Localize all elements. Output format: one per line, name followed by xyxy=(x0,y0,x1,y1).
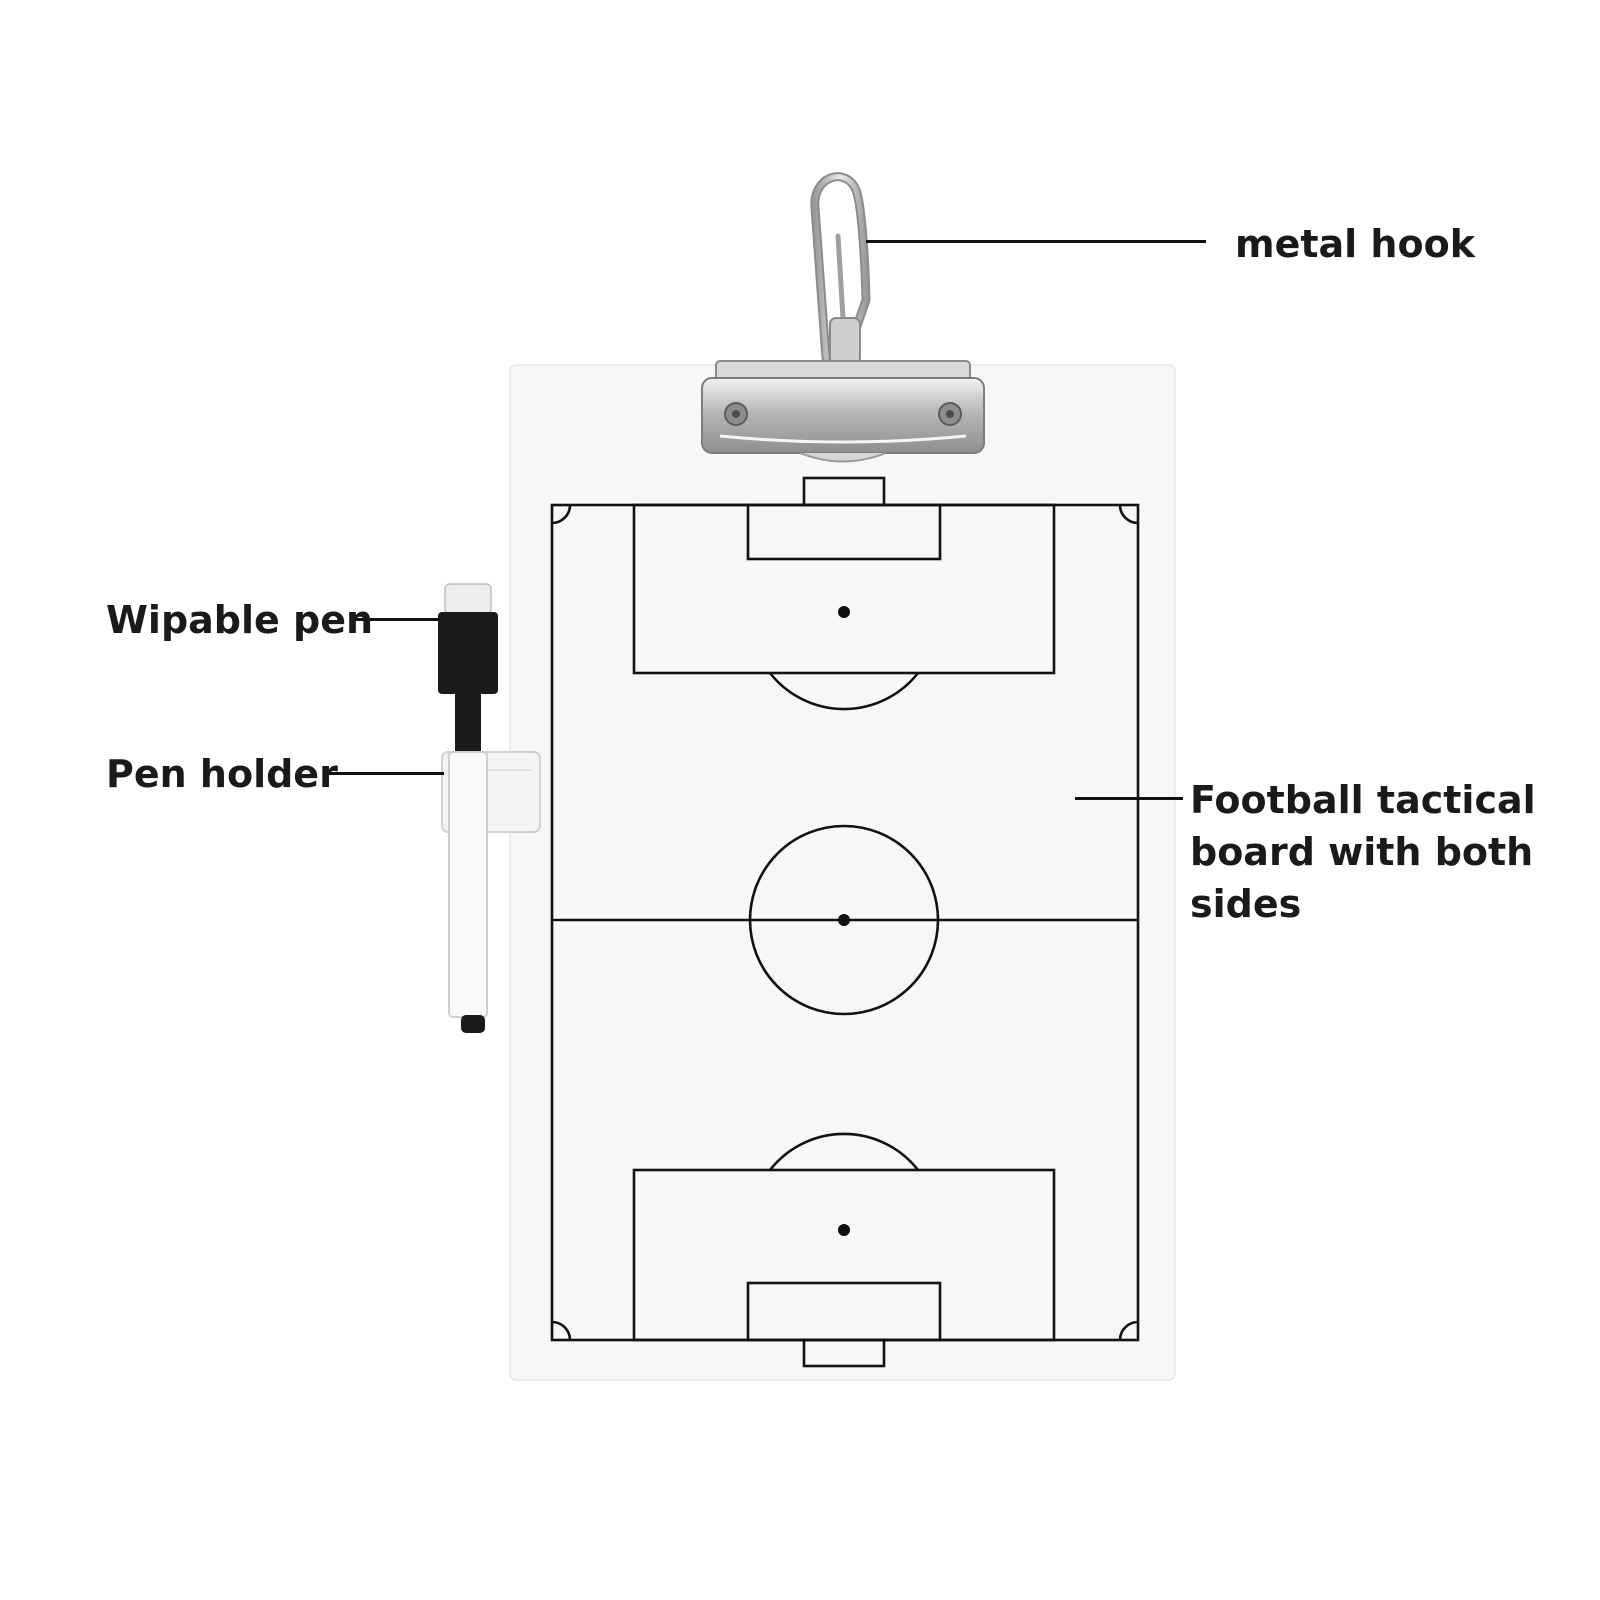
bottom-goal-area xyxy=(746,1281,942,1342)
corner-arc-top-right xyxy=(1118,504,1139,525)
board-label-line-1: Football tactical xyxy=(1190,778,1536,822)
bottom-penalty-spot xyxy=(838,1224,850,1236)
football-pitch-diagram xyxy=(550,476,1140,1368)
top-penalty-arc xyxy=(768,672,920,711)
top-penalty-spot xyxy=(838,606,850,618)
board-label: Football tactical board with both sides xyxy=(1190,774,1536,930)
corner-arc-bottom-right xyxy=(1118,1320,1139,1341)
corner-arc-bottom-left xyxy=(551,1320,572,1341)
board-label-line-3: sides xyxy=(1190,882,1302,926)
pen-holder-leader-line xyxy=(328,772,444,775)
wipable-pen-label: Wipable pen xyxy=(106,598,374,642)
board-label-line-2: board with both xyxy=(1190,830,1534,874)
pen-holder-label: Pen holder xyxy=(106,752,338,796)
carabiner-hook-icon xyxy=(810,172,871,365)
whiteboard-marker-icon xyxy=(438,583,498,1033)
metal-hook-leader-line xyxy=(866,240,1206,243)
top-goal-area xyxy=(746,503,942,561)
wipable-pen-leader-line xyxy=(350,618,440,621)
corner-arc-top-left xyxy=(551,504,572,525)
pen-tip xyxy=(461,1015,485,1033)
metal-hook-label: metal hook xyxy=(1235,222,1475,266)
center-spot xyxy=(838,914,850,926)
clipboard-clip-icon xyxy=(701,360,985,463)
pen-barrel xyxy=(448,751,488,1018)
pen-eraser xyxy=(444,583,492,615)
pitch-spots xyxy=(838,606,850,1236)
bottom-penalty-arc xyxy=(768,1132,920,1171)
center-circle xyxy=(748,824,940,1016)
board-leader-line xyxy=(1075,797,1183,800)
pen-cap xyxy=(438,612,498,694)
